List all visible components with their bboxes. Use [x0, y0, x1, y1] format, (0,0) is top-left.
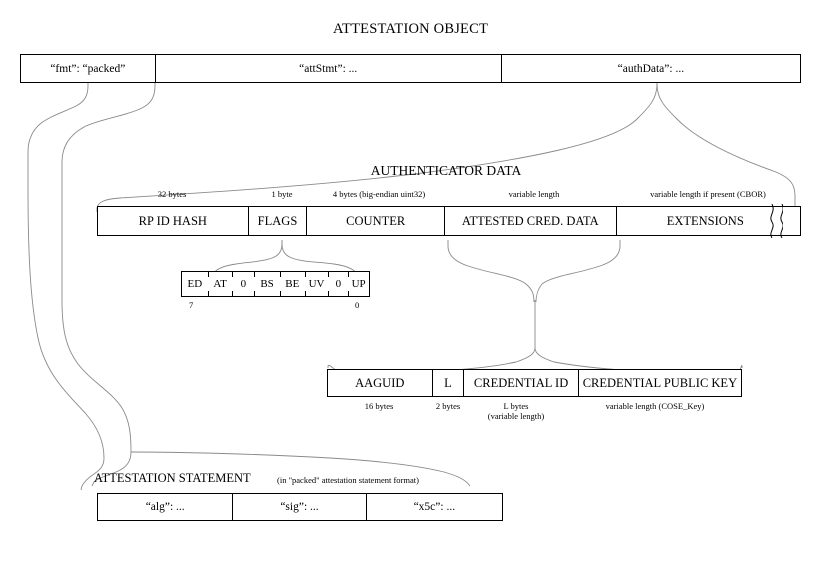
field-credential-public-key[interactable]: CREDENTIAL PUBLIC KEY: [582, 375, 738, 390]
extensions-continuation-stub: [783, 206, 801, 236]
field-attested-cred-data[interactable]: ATTESTED CRED. DATA: [445, 207, 617, 235]
field-rp-id-hash[interactable]: RP ID HASH: [98, 207, 249, 235]
caption-extensions-size: variable length if present (CBOR): [650, 189, 766, 199]
flag-bit-uv[interactable]: UV: [304, 272, 329, 296]
field-x5c[interactable]: “x5c”: ...: [413, 501, 456, 513]
caption-flags-size: 1 byte: [271, 189, 293, 199]
authenticator-data-row: RP ID HASH FLAGS COUNTER ATTESTED CRED. …: [97, 206, 795, 236]
attested-credential-data-row: AAGUID L CREDENTIAL ID CREDENTIAL PUBLIC…: [327, 369, 742, 397]
caption-attested-cred-data-size: variable length: [508, 189, 560, 199]
attestation-statement-row: “alg”: ... “sig”: ... “x5c”: ...: [97, 493, 503, 521]
caption-aaguid-size: 16 bytes: [364, 401, 394, 411]
field-sig[interactable]: “sig”: ...: [233, 494, 367, 520]
attestation-statement-subtitle: (in "packed" attestation statement forma…: [277, 475, 419, 485]
field-authdata[interactable]: “authData”: ...: [617, 62, 685, 75]
flag-bit-up[interactable]: UP: [348, 272, 369, 296]
field-credential-id-length[interactable]: L: [433, 370, 465, 396]
authenticator-data-title: AUTHENTICATOR DATA: [370, 163, 522, 178]
continuation-break-icon: [770, 204, 784, 238]
flag-bit-be[interactable]: BE: [279, 272, 305, 296]
field-alg[interactable]: “alg”: ...: [98, 494, 234, 520]
attestation-object-row: “fmt”: “packed” “attStmt”: ... “authData…: [20, 54, 801, 83]
flag-bit-bs[interactable]: BS: [254, 272, 280, 296]
page-title: ATTESTATION OBJECT: [332, 21, 489, 37]
flags-bit-row: ED AT 0 BS BE UV 0 UP: [181, 271, 370, 297]
caption-credential-id-length-size: 2 bytes: [435, 401, 461, 411]
caption-credential-public-key-size: variable length (COSE_Key): [605, 401, 705, 411]
caption-credential-id-size: L bytes (variable length): [487, 401, 545, 421]
field-credential-id[interactable]: CREDENTIAL ID: [464, 370, 579, 396]
field-attstmt[interactable]: “attStmt”: ...: [156, 55, 502, 82]
flag-bit-at[interactable]: AT: [207, 272, 233, 296]
flag-bit-rfu-1[interactable]: 0: [328, 272, 348, 296]
field-flags[interactable]: FLAGS: [249, 207, 308, 235]
flags-high-bit-index: 7: [189, 300, 194, 310]
attestation-statement-title: ATTESTATION STATEMENT: [94, 471, 251, 485]
field-fmt[interactable]: “fmt”: “packed”: [21, 55, 156, 82]
field-counter[interactable]: COUNTER: [307, 207, 445, 235]
field-extensions[interactable]: EXTENSIONS: [666, 213, 744, 228]
field-aaguid[interactable]: AAGUID: [328, 370, 433, 396]
flag-bit-rfu-2[interactable]: 0: [232, 272, 254, 296]
caption-rp-id-hash-size: 32 bytes: [157, 189, 187, 199]
flag-bit-ed[interactable]: ED: [187, 278, 203, 290]
caption-counter-size: 4 bytes (big-endian uint32): [332, 189, 426, 199]
flags-low-bit-index: 0: [355, 300, 360, 310]
